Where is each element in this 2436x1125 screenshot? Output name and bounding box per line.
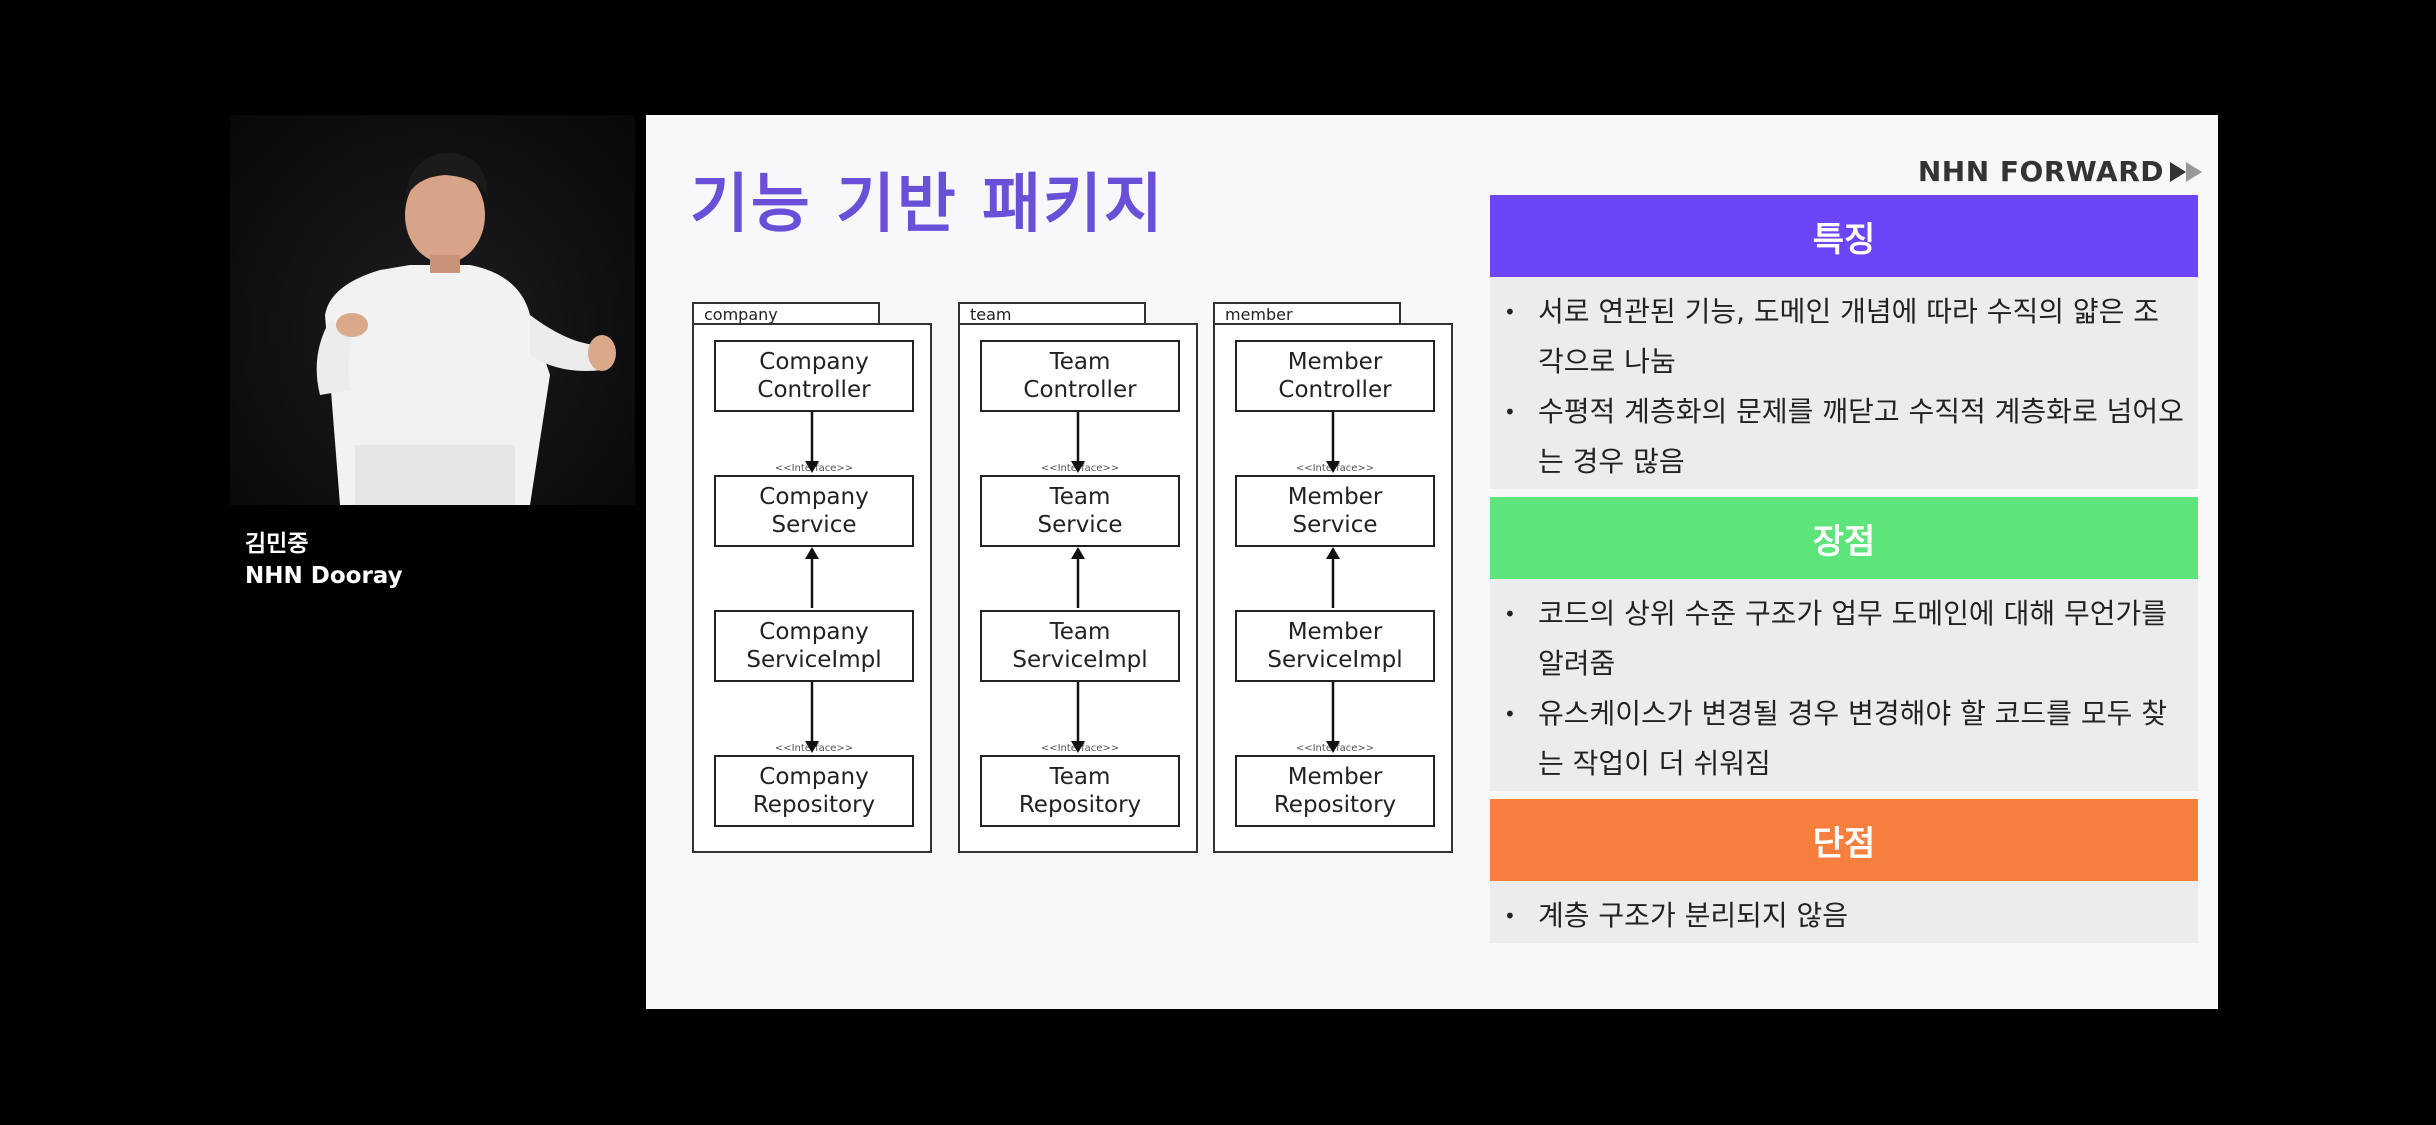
bullet-item: • 코드의 상위 수준 구조가 업무 도메인에 대해 무언가를 알려줌: [1490, 589, 2198, 689]
section-content: • 서로 연관된 기능, 도메인 개념에 따라 수직의 얇은 조각으로 나눔 • 수평…: [1490, 277, 2198, 489]
class-box-controller: Member Controller: [1235, 340, 1435, 412]
speaker-caption: 김민중 NHN Dooray: [245, 528, 403, 592]
bullet-text: 계층 구조가 분리되지 않음: [1538, 899, 1849, 932]
class-box-impl: Team ServiceImpl: [980, 610, 1180, 682]
package-label: member: [1213, 302, 1401, 325]
class-box-service: Company Service: [714, 475, 914, 547]
section-2: 단점 • 계층 구조가 분리되지 않음: [1490, 799, 2198, 943]
forward-arrows-icon: [2170, 161, 2202, 182]
bullet-item: • 계층 구조가 분리되지 않음: [1490, 891, 2198, 941]
bullet-item: • 유스케이스가 변경될 경우 변경해야 할 코드를 모두 찾는 작업이 더 쉬워…: [1490, 689, 2198, 789]
dependency-arrows: [1326, 412, 1340, 753]
speaker-org: NHN Dooray: [245, 563, 403, 589]
bullet-text: 서로 연관된 기능, 도메인 개념에 따라 수직의 얇은 조각으로 나눔: [1538, 295, 2160, 378]
package-body: Company Controller<<Interface>>Company S…: [692, 323, 932, 853]
package-label: team: [958, 302, 1146, 325]
slide-title: 기능 기반 패키지: [690, 168, 1165, 242]
bullet-dot-icon: •: [1504, 300, 1516, 324]
class-box-repository: Company Repository: [714, 755, 914, 827]
section-header: 장점: [1490, 497, 2198, 579]
arrow-head: [1071, 741, 1085, 753]
speaker-name: 김민중: [245, 531, 309, 557]
class-box-impl: Company ServiceImpl: [714, 610, 914, 682]
class-box-service: Team Service: [980, 475, 1180, 547]
section-content: • 코드의 상위 수준 구조가 업무 도메인에 대해 무언가를 알려줌 • 유스케이스…: [1490, 579, 2198, 791]
arrow-head: [805, 461, 819, 473]
class-box-impl: Member ServiceImpl: [1235, 610, 1435, 682]
class-box-controller: Team Controller: [980, 340, 1180, 412]
speaker-video: [230, 115, 635, 505]
package-body: Team Controller<<Interface>>Team Service…: [958, 323, 1198, 853]
arrow-head: [1071, 547, 1085, 559]
section-1: 장점 • 코드의 상위 수준 구조가 업무 도메인에 대해 무언가를 알려줌 • 유스케…: [1490, 497, 2198, 791]
section-0: 특징•서로 연관된 기능, 도메인 개념에 따라 수직의 얇은 조각으로 나눔•…: [1490, 195, 2198, 489]
arrow-head: [805, 741, 819, 753]
brand-text: NHN FORWARD: [1917, 155, 2164, 188]
bullet-dot-icon: •: [1504, 602, 1516, 626]
brand-logo: NHN FORWARD: [1918, 155, 2202, 188]
bullet-text: 수평적 계층화의 문제를 깨닫고 수직적 계층화로 넘어오는 경우 많음: [1538, 395, 2184, 478]
arrow-head: [1326, 547, 1340, 559]
bullet-dot-icon: •: [1504, 702, 1516, 726]
section-content: • 계층 구조가 분리되지 않음: [1490, 881, 2198, 943]
bullet-text: 코드의 상위 수준 구조가 업무 도메인에 대해 무언가를 알려줌: [1538, 597, 2168, 680]
class-box-service: Member Service: [1235, 475, 1435, 547]
class-box-repository: Team Repository: [980, 755, 1180, 827]
speaker-figure: [316, 153, 616, 505]
dependency-arrows: [1071, 412, 1085, 753]
arrow-head: [1326, 741, 1340, 753]
bullet-item: • 서로 연관된 기능, 도메인 개념에 따라 수직의 얇은 조각으로 나눔: [1490, 287, 2198, 387]
bullet-text: 유스케이스가 변경될 경우 변경해야 할 코드를 모두 찾는 작업이 더 쉬워짐: [1538, 697, 2168, 780]
package-body: Member Controller<<Interface>>Member Ser…: [1213, 323, 1453, 853]
class-box-controller: Company Controller: [714, 340, 914, 412]
package-label: company: [692, 302, 880, 325]
arrow-head: [805, 547, 819, 559]
bullet-dot-icon: •: [1504, 400, 1516, 424]
section-header: 단점: [1490, 799, 2198, 881]
class-box-repository: Member Repository: [1235, 755, 1435, 827]
bullet-dot-icon: •: [1504, 904, 1516, 928]
arrow-head: [1071, 461, 1085, 473]
bullet-item: • 수평적 계층화의 문제를 깨닫고 수직적 계층화로 넘어오는 경우 많음: [1490, 387, 2198, 487]
dependency-arrows: [805, 412, 819, 753]
section-header: 특징: [1490, 195, 2198, 277]
arrow-head: [1326, 461, 1340, 473]
